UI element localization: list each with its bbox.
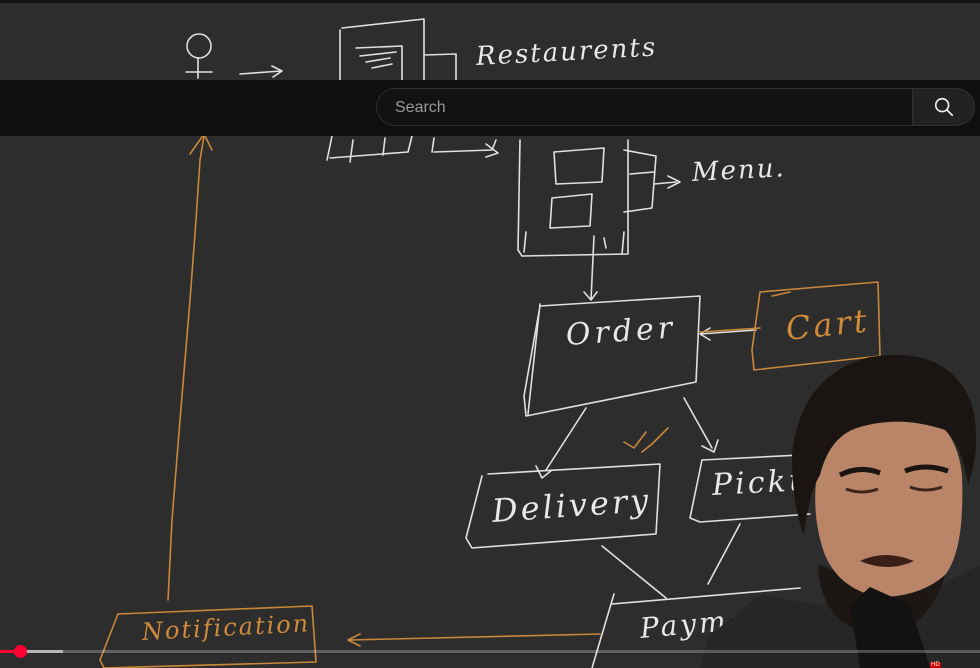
- search-box: [376, 88, 912, 127]
- menu-items-sketch: [549, 147, 681, 229]
- check-marks: [623, 427, 669, 453]
- microphone: [850, 587, 930, 668]
- progress-scrubber-handle[interactable]: [13, 645, 27, 658]
- search-icon: [934, 97, 953, 117]
- presenter-mouth: [860, 555, 914, 567]
- arrow-order-to-delivery: [535, 407, 587, 479]
- menu-phone-sketch: [517, 139, 629, 257]
- arrow-delivery-to-payment: [601, 545, 667, 599]
- payment-box: [591, 587, 801, 668]
- video-progress-bar[interactable]: [0, 645, 980, 658]
- app-sketch: [339, 18, 457, 81]
- arrow-menu-to-order: [583, 235, 598, 301]
- arrow-order-to-pickup: [683, 397, 719, 453]
- arrow-pickup-to-payment: [707, 523, 741, 585]
- notification-box: [99, 605, 317, 668]
- notification-to-user-line: [167, 133, 213, 601]
- delivery-box: [465, 463, 661, 549]
- search-input[interactable]: [393, 89, 897, 127]
- played-segment: [0, 650, 20, 653]
- presenter-eyes: [845, 485, 943, 494]
- arrow-cart-to-order: [699, 327, 757, 341]
- presenter-face: [815, 405, 963, 597]
- label-menu: Menu.: [691, 153, 787, 188]
- cart-arrow-tail: [699, 327, 761, 333]
- user-figure-body: [185, 57, 213, 79]
- cart-box: [751, 281, 881, 371]
- user-figure-head: [186, 33, 212, 59]
- arrow-payment-to-notification: [347, 633, 601, 647]
- app-sketch-lower: [326, 135, 499, 163]
- arrow-user-to-app: [239, 65, 283, 78]
- presenter-eyebrows: [838, 464, 949, 478]
- search-button[interactable]: [912, 88, 975, 126]
- buffered-segment: [19, 650, 63, 653]
- presenter-video: [700, 355, 980, 668]
- order-box: [523, 295, 701, 417]
- window-edge: [0, 0, 980, 3]
- hd-badge: HD: [930, 662, 941, 668]
- presenter-hair: [792, 355, 977, 535]
